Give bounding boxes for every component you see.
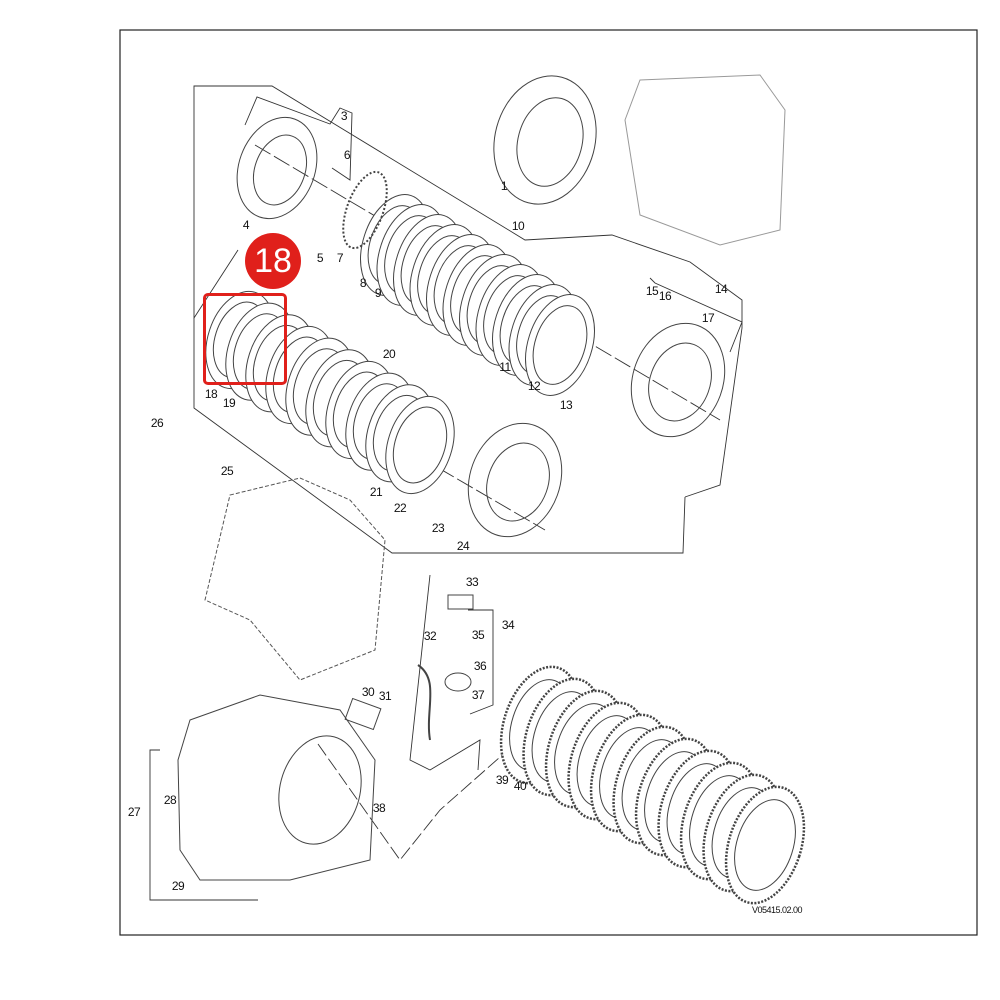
housing-17 bbox=[630, 322, 726, 438]
part-label: 18 bbox=[204, 387, 218, 401]
piston-24 bbox=[467, 422, 563, 538]
part-label: 13 bbox=[559, 398, 573, 412]
clutch-disc bbox=[724, 785, 806, 905]
clutch-disc bbox=[392, 406, 448, 484]
part-label: 7 bbox=[336, 251, 344, 265]
part-label: 39 bbox=[495, 773, 509, 787]
bracket-27 bbox=[149, 749, 258, 901]
part-label: 14 bbox=[714, 282, 728, 296]
part-label: 20 bbox=[382, 347, 396, 361]
part-label: 9 bbox=[374, 286, 382, 300]
gearbox-housing-upper bbox=[624, 74, 786, 246]
drawing-frame bbox=[119, 29, 978, 936]
gearbox-housing-lower bbox=[177, 694, 376, 881]
part-label: 11 bbox=[499, 360, 511, 374]
part-label: 10 bbox=[511, 219, 525, 233]
group-outline-lower bbox=[193, 318, 686, 554]
clutch-disc bbox=[525, 294, 595, 396]
part-label: 23 bbox=[431, 521, 445, 535]
clutch-disc bbox=[532, 305, 588, 385]
part-label: 21 bbox=[369, 485, 383, 499]
part-label: 27 bbox=[127, 805, 141, 819]
part-label: 34 bbox=[501, 618, 515, 632]
part-label: 15 bbox=[645, 284, 659, 298]
clutch-drum-1 bbox=[493, 75, 597, 205]
part-label: 5 bbox=[316, 251, 324, 265]
part-label: 12 bbox=[527, 379, 541, 393]
part-label: 38 bbox=[372, 801, 386, 815]
part-label: 1 bbox=[500, 179, 508, 193]
part-label: 28 bbox=[163, 793, 177, 807]
cover-plate-4 bbox=[236, 116, 318, 220]
part-label: 3 bbox=[340, 109, 348, 123]
clutch-disc bbox=[734, 799, 796, 891]
part-label: 31 bbox=[378, 689, 392, 703]
part-label: 25 bbox=[220, 464, 234, 478]
part-label: 36 bbox=[473, 659, 487, 673]
part-label: 32 bbox=[423, 629, 437, 643]
part-label: 26 bbox=[150, 416, 164, 430]
drawing-code: V05415.02.00 bbox=[752, 905, 803, 915]
part-label: 8 bbox=[359, 276, 367, 290]
part-label: 40 bbox=[513, 779, 527, 793]
part-label: 19 bbox=[222, 396, 236, 410]
part-label: 35 bbox=[471, 628, 485, 642]
gearbox-housing-middle bbox=[204, 477, 386, 681]
part-label: 29 bbox=[171, 879, 185, 893]
part-label: 33 bbox=[465, 575, 479, 589]
part-label: 17 bbox=[701, 311, 715, 325]
part-label: 24 bbox=[456, 539, 470, 553]
part-label: 30 bbox=[361, 685, 375, 699]
bracket-14 bbox=[649, 277, 743, 353]
part-label: 16 bbox=[658, 289, 672, 303]
highlight-box-part-18 bbox=[203, 293, 287, 385]
part-label: 6 bbox=[343, 148, 351, 162]
group-outline-upper bbox=[193, 85, 743, 498]
callout-badge: 18 bbox=[245, 233, 301, 289]
clutch-disc bbox=[385, 395, 455, 495]
bracket-3 bbox=[244, 96, 353, 181]
part-label: 4 bbox=[242, 218, 250, 232]
part-label: 22 bbox=[393, 501, 407, 515]
part-label: 37 bbox=[471, 688, 485, 702]
bracket-34 bbox=[468, 609, 494, 715]
gear-ring-7 bbox=[342, 170, 388, 250]
